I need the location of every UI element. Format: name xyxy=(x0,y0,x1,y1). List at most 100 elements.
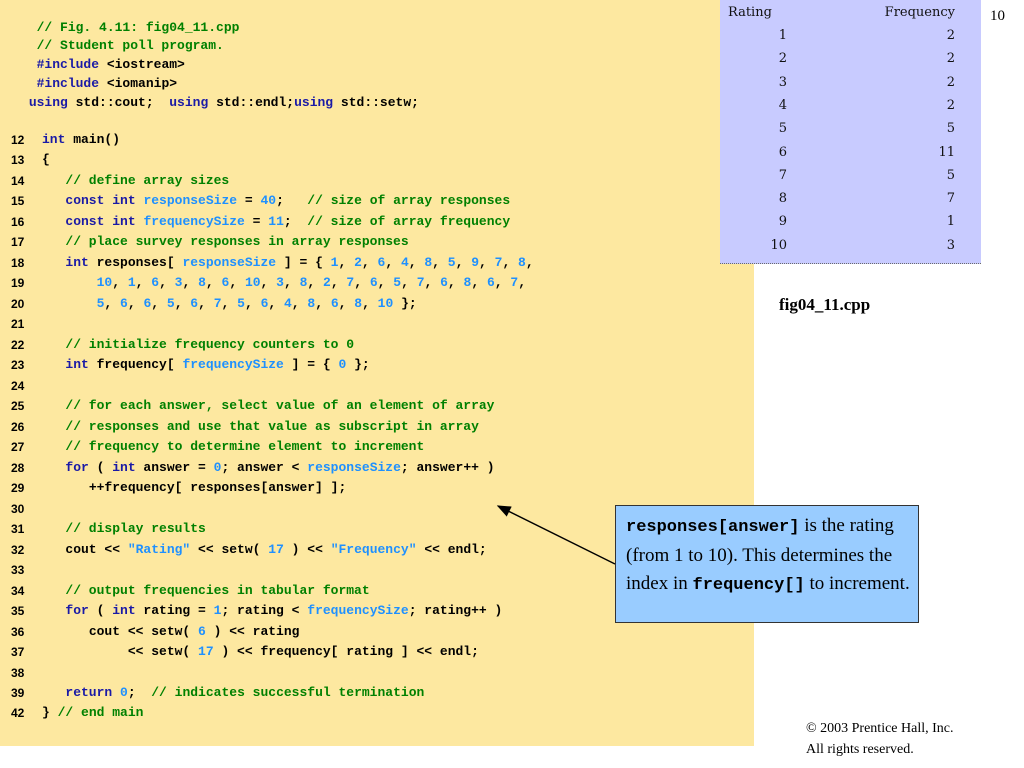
code-token: const int xyxy=(65,193,136,208)
line-number: 39 xyxy=(11,686,25,700)
code-token: , xyxy=(518,275,526,290)
code-token: , xyxy=(361,255,378,270)
code-token: 7 xyxy=(213,296,222,311)
code-text: // frequency to determine element to inc… xyxy=(42,437,424,457)
line-number: 22 xyxy=(11,338,25,352)
code-token: #include xyxy=(36,76,100,91)
code-text: 10, 1, 6, 3, 8, 6, 10, 3, 8, 2, 7, 6, 5,… xyxy=(42,273,526,293)
output-header-rating: Rating xyxy=(728,5,772,20)
code-token: 4 xyxy=(283,296,292,311)
code-text: int main() xyxy=(42,130,120,150)
line-number: 13 xyxy=(11,153,25,167)
code-token: , xyxy=(338,255,355,270)
code-text: // output frequencies in tabular format xyxy=(42,581,369,601)
code-token: 7 xyxy=(416,275,425,290)
code-token: for xyxy=(65,460,89,475)
code-text: return 0; // indicates successful termin… xyxy=(42,683,424,703)
code-text: const int frequencySize = 11; // size of… xyxy=(42,212,510,232)
output-rating-value: 2 xyxy=(778,51,787,67)
code-text: const int responseSize = 40; // size of … xyxy=(42,191,510,211)
code-token: } xyxy=(42,705,58,720)
line-number: 34 xyxy=(11,584,25,598)
code-token: responseSize xyxy=(143,193,238,208)
line-number: 29 xyxy=(11,481,25,495)
code-text: int frequency[ frequencySize ] = { 0 }; xyxy=(42,355,369,375)
line-number: 25 xyxy=(11,399,25,413)
code-token: <iostream> xyxy=(99,57,185,72)
code-token: 5 xyxy=(447,255,456,270)
code-token: , xyxy=(338,296,355,311)
line-number: 36 xyxy=(11,625,25,639)
code-text: // for each answer, select value of an e… xyxy=(42,396,494,416)
code-token: 6 xyxy=(120,296,128,311)
line-number: 42 xyxy=(11,706,25,720)
code-token: , xyxy=(315,296,331,311)
code-token: ; xyxy=(276,193,308,208)
code-token: ) << xyxy=(283,542,331,557)
code-token: , xyxy=(151,296,167,311)
code-token: , xyxy=(268,296,284,311)
code-token: 40 xyxy=(260,193,277,208)
code-token: frequency[ xyxy=(88,357,183,372)
line-number: 37 xyxy=(11,645,25,659)
code-token: // frequency to determine element to inc… xyxy=(65,439,425,454)
code-token: 1 xyxy=(330,255,339,270)
code-token: , xyxy=(377,275,394,290)
code-text: for ( int answer = 0; answer < responseS… xyxy=(42,458,495,478)
code-token: , xyxy=(104,296,121,311)
code-token: // size of array frequency xyxy=(307,214,511,229)
output-header-frequency: Frequency xyxy=(884,5,955,20)
code-token: , xyxy=(198,296,214,311)
output-rating-value: 10 xyxy=(770,237,787,253)
code-token: , xyxy=(494,275,511,290)
code-token: , xyxy=(447,275,464,290)
output-frequency-value: 5 xyxy=(946,167,955,183)
code-token: int xyxy=(65,255,89,270)
code-token: int xyxy=(42,132,66,147)
code-token: main() xyxy=(65,132,121,147)
callout-text-2: to increment. xyxy=(804,573,910,594)
code-token: 6 xyxy=(190,296,199,311)
copyright-line-2: All rights reserved. xyxy=(806,742,914,757)
code-token: ; answer < xyxy=(221,460,308,475)
code-token: 0 xyxy=(338,357,347,372)
code-text: #include <iomanip> xyxy=(21,74,177,94)
code-token: int xyxy=(112,603,136,618)
code-token: , xyxy=(221,296,238,311)
code-token: 6 xyxy=(369,275,378,290)
code-token: 6 xyxy=(440,275,448,290)
code-token: // place survey responses in array respo… xyxy=(65,234,409,249)
code-text: 5, 6, 6, 5, 6, 7, 5, 6, 4, 8, 6, 8, 10 }… xyxy=(42,294,417,314)
code-token: , xyxy=(307,275,323,290)
code-token: std::cout; xyxy=(67,95,170,110)
copyright: © 2003 Prentice Hall, Inc. All rights re… xyxy=(806,718,954,760)
output-rating-value: 5 xyxy=(778,121,787,137)
code-token: 6 xyxy=(221,275,230,290)
code-token: 4 xyxy=(400,255,409,270)
code-token: #include xyxy=(36,57,100,72)
line-number: 32 xyxy=(11,543,25,557)
code-token: 5 xyxy=(166,296,175,311)
code-token: 8 xyxy=(198,275,206,290)
code-token: 8 xyxy=(299,275,308,290)
code-token: int xyxy=(65,357,89,372)
code-token: 8 xyxy=(354,296,363,311)
code-token: }; xyxy=(393,296,417,311)
callout-text-1: is the rating (from 1 to 10). This deter… xyxy=(626,515,894,594)
code-token: 6 xyxy=(143,296,152,311)
code-text: // define array sizes xyxy=(42,171,229,191)
code-token: ; answer++ ) xyxy=(400,460,495,475)
code-token: int xyxy=(112,460,136,475)
line-number: 23 xyxy=(11,358,25,372)
code-token: , xyxy=(502,255,519,270)
code-token: , xyxy=(432,255,448,270)
code-token: 8 xyxy=(463,275,472,290)
code-token: // end main xyxy=(57,705,144,720)
output-rating-value: 8 xyxy=(778,191,787,207)
code-token: , xyxy=(182,275,199,290)
code-token: 5 xyxy=(393,275,402,290)
output-frequency-value: 3 xyxy=(946,237,955,253)
